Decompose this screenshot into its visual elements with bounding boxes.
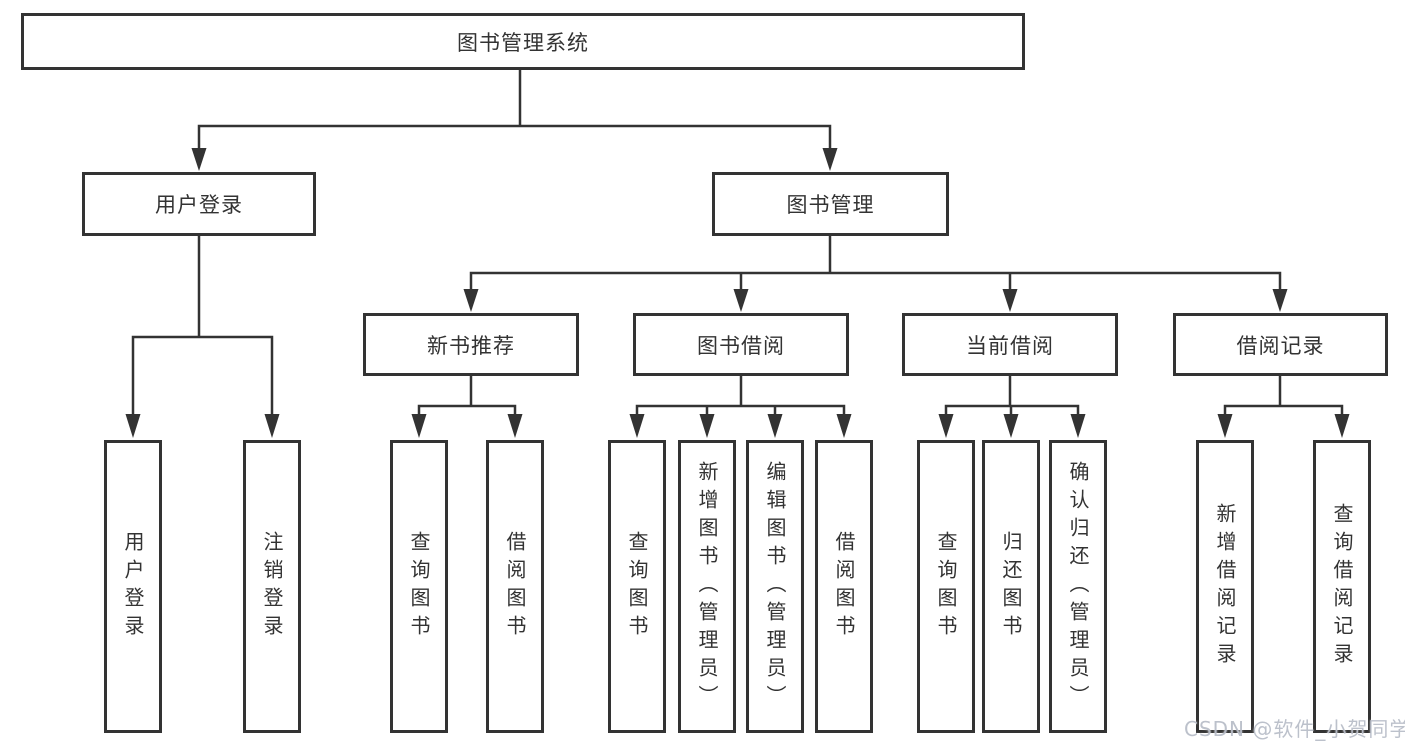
leaf-borrow-edit-books-admin: 编辑图书（管理员）	[746, 440, 804, 733]
arrow-icon	[1217, 414, 1233, 438]
node-current-borrowing: 当前借阅	[902, 313, 1118, 376]
connector-records-to-leaves	[1223, 374, 1344, 422]
arrow-icon	[1334, 414, 1350, 438]
leaf-newbook-query-books: 查询图书	[390, 440, 448, 733]
connector-userlogin-to-leaves	[131, 234, 274, 422]
node-book-management: 图书管理	[712, 172, 949, 236]
connector-currentborrow-to-leaves	[944, 374, 1080, 422]
node-borrowing-records: 借阅记录	[1173, 313, 1388, 376]
node-root: 图书管理系统	[21, 13, 1025, 70]
arrow-icon	[836, 414, 852, 438]
leaf-records-add-borrow-record: 新增借阅记录	[1196, 440, 1254, 733]
connector-bookmgmt-to-level3	[469, 234, 1282, 296]
arrow-icon	[1070, 414, 1086, 438]
connector-bookborrow-to-leaves	[635, 374, 846, 422]
leaf-borrow-query-books: 查询图书	[608, 440, 666, 733]
arrow-icon	[699, 414, 715, 438]
connector-root-to-level2	[197, 68, 832, 154]
arrow-icon	[1272, 289, 1288, 312]
connector-newbook-to-leaves	[417, 374, 517, 422]
arrow-icon	[1003, 414, 1019, 438]
arrow-icon	[1002, 289, 1018, 312]
node-book-borrowing: 图书借阅	[633, 313, 849, 376]
leaf-newbook-borrow-books: 借阅图书	[486, 440, 544, 733]
leaf-logout-login: 注销登录	[243, 440, 301, 733]
arrow-icon	[125, 414, 141, 438]
leaf-current-confirm-return-admin: 确认归还（管理员）	[1049, 440, 1107, 733]
node-user-login: 用户登录	[82, 172, 316, 236]
arrow-icon	[938, 414, 954, 438]
arrow-icon	[629, 414, 645, 438]
arrow-icon	[767, 414, 783, 438]
arrow-icon	[411, 414, 427, 438]
arrow-icon	[264, 414, 280, 438]
leaf-records-query-borrow-record: 查询借阅记录	[1313, 440, 1371, 733]
csdn-watermark: CSDN @软件_小贺同学	[1184, 717, 1405, 741]
leaf-borrow-add-books-admin: 新增图书（管理员）	[678, 440, 736, 733]
arrow-icon	[507, 414, 523, 438]
arrowheads	[125, 148, 1350, 438]
leaf-borrow-borrow-books: 借阅图书	[815, 440, 873, 733]
arrow-icon	[191, 148, 207, 171]
arrow-icon	[733, 289, 749, 312]
leaf-current-return-books: 归还图书	[982, 440, 1040, 733]
leaf-user-login: 用户登录	[104, 440, 162, 733]
arrow-icon	[822, 148, 838, 171]
arrow-icon	[463, 289, 479, 312]
leaf-current-query-books: 查询图书	[917, 440, 975, 733]
node-new-book-recommend: 新书推荐	[363, 313, 579, 376]
